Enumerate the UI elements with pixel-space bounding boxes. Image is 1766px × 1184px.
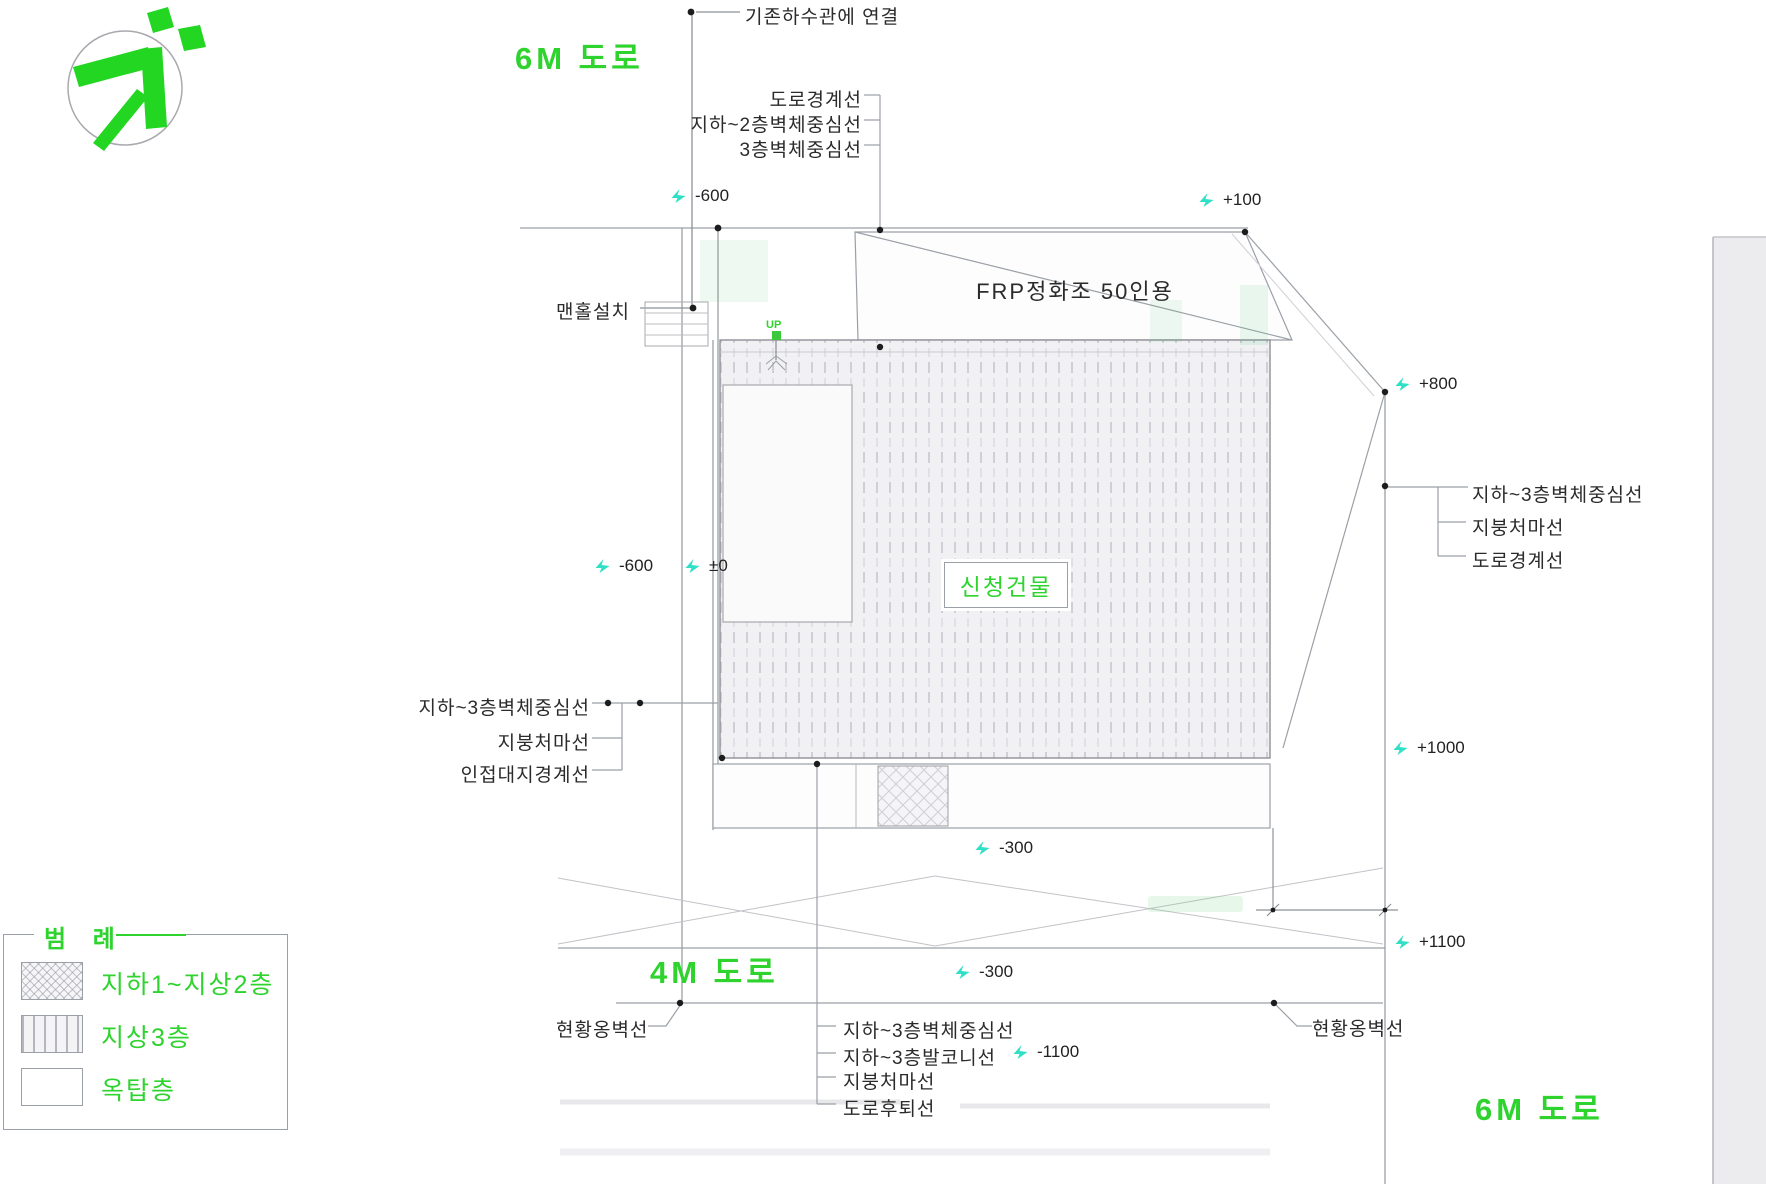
spot-elevation: -600 (594, 556, 653, 576)
building-footprint (712, 339, 1386, 829)
spot-elevation-value: -600 (695, 186, 730, 205)
spot-elevation-value: -300 (979, 962, 1014, 981)
spot-elevation-value: +1000 (1417, 738, 1465, 757)
spot-elevation-value: +1100 (1419, 932, 1466, 951)
spot-elevation: -300 (954, 962, 1013, 982)
road-name-right: 6M 도로 (1475, 1092, 1604, 1127)
road-name-top: 6M 도로 (515, 41, 644, 76)
legend-swatch-plain (21, 1068, 83, 1106)
label-road-setback-line: 도로후퇴선 (843, 1099, 936, 1120)
retaining-wall-note-right: 현황옹벽선 (1312, 1019, 1405, 1040)
bottom-road-band (557, 867, 1385, 1156)
label-roof-eaves-bottom: 지붕처마선 (843, 1072, 936, 1093)
stair-detail (644, 240, 1268, 347)
spot-elevation-icon (955, 965, 970, 979)
spot-elevation-icon (975, 841, 990, 855)
label-roof-eaves-right: 지붕처마선 (1472, 518, 1565, 539)
dimension-line (1256, 828, 1398, 917)
tree-symbol-icon (765, 331, 788, 371)
spot-elevation: +100 (1198, 190, 1261, 210)
spot-elevation-icon (1395, 935, 1410, 949)
label-wall-centerline-3f: 3층벽체중심선 (739, 140, 862, 161)
right-label-bracket (1385, 486, 1468, 557)
spot-elevation-icon (671, 189, 686, 203)
spot-elevation: -1100 (1012, 1042, 1079, 1062)
right-road-band (1712, 236, 1766, 1184)
spot-elevation: +1000 (1392, 738, 1465, 758)
spot-elevation-value: -300 (999, 838, 1034, 857)
legend: 범 례 지하1~지상2층 지상3층 옥탑층 (3, 919, 288, 1130)
bottom-label-bracket (816, 764, 836, 1105)
north-arrow-icon (67, 7, 206, 151)
label-wall-centerline-right: 지하~3층벽체중심선 (1472, 485, 1644, 506)
label-roof-eaves-left: 지붕처마선 (497, 733, 590, 754)
label-adjacent-lot-boundary: 인접대지경계선 (460, 765, 590, 786)
legend-label-b1-2f: 지하1~지상2층 (101, 971, 275, 999)
spot-elevation-icon (595, 559, 610, 573)
spot-elevation-value: ±0 (709, 556, 728, 575)
spot-elevation-icon (1395, 377, 1410, 391)
legend-title: 범 례 (34, 919, 135, 954)
building-name-tag: 신청건물 (944, 562, 1068, 608)
site-boundaries (520, 227, 1386, 1184)
spot-elevation: -300 (974, 838, 1033, 858)
legend-label-3f: 지상3층 (101, 1024, 192, 1052)
spot-elevation: +800 (1394, 374, 1457, 394)
spot-elevation-value: -600 (619, 556, 654, 575)
label-road-boundary-right: 도로경계선 (1472, 551, 1565, 572)
legend-swatch-diagonal (21, 962, 83, 1000)
label-wall-centerline-bottom: 지하~3층벽체중심선 (843, 1021, 1015, 1042)
spot-elevation-icon (1199, 193, 1214, 207)
legend-swatch-vertical (21, 1015, 83, 1053)
label-road-boundary-top: 도로경계선 (769, 90, 862, 111)
sewer-note: 기존하수관에 연결 (745, 7, 900, 28)
spot-elevation-icon (1393, 741, 1408, 755)
retaining-wall-note-left: 현황옹벽선 (556, 1020, 649, 1041)
left-label-bracket (592, 702, 718, 771)
spot-elevation: ±0 (684, 556, 728, 576)
spot-elevation-value: +800 (1419, 374, 1458, 393)
spot-elevation-value: -1100 (1037, 1042, 1080, 1061)
spot-elevation-icon (685, 559, 700, 573)
spot-elevation: +1100 (1394, 932, 1465, 952)
spot-elevation-icon (1013, 1045, 1028, 1059)
legend-label-rooftop: 옥탑층 (101, 1077, 177, 1105)
spot-elevation-value: +100 (1223, 190, 1262, 209)
stairs-up-note: UP (766, 319, 782, 331)
road-name-bottom: 4M 도로 (650, 955, 779, 990)
manhole-note: 맨홀설치 (556, 302, 630, 323)
sewer-line (640, 11, 740, 309)
septic-tank-note: FRP정화조 50인용 (976, 279, 1174, 304)
spot-elevation: -600 (670, 186, 729, 206)
legend-title-rule (116, 934, 186, 936)
label-balcony-line: 지하~3층발코니선 (843, 1048, 997, 1069)
frp-septic-tank (854, 231, 1386, 397)
label-wall-centerline-b2: 지하~2층벽체중심선 (690, 115, 862, 136)
label-wall-centerline-left: 지하~3층벽체중심선 (418, 698, 590, 719)
junction-dots (604, 8, 1389, 1007)
